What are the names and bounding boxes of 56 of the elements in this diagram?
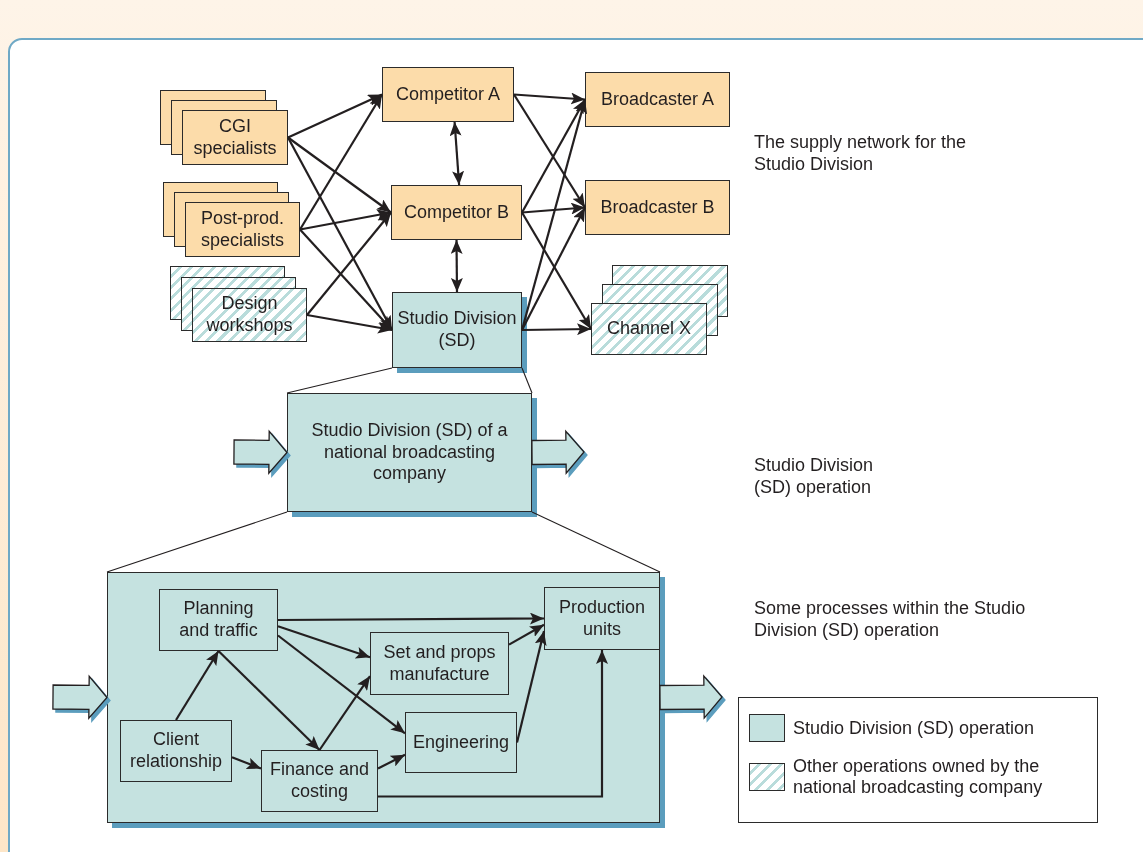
section-note: The supply network for the Studio Division [754, 132, 968, 176]
node-label: Broadcaster B [600, 196, 715, 219]
arrow [299, 209, 392, 231]
block-arrow [233, 429, 288, 476]
legend-label: Studio Division (SD) operation [793, 717, 1035, 739]
node-label: Studio Division (SD) [397, 308, 517, 352]
arrow [299, 93, 383, 231]
node-label: Studio Division (SD) of a national broadcasting company [310, 420, 509, 485]
arrow [513, 93, 586, 209]
connector-line [286, 367, 393, 394]
arrow [378, 650, 608, 798]
node-label: CGI specialists [192, 115, 278, 160]
arrow [306, 211, 392, 316]
node-label: Client relationship [128, 729, 224, 773]
arrow [521, 98, 586, 214]
arrow [520, 99, 588, 331]
block-arrow [52, 674, 108, 721]
arrow [318, 675, 371, 751]
node-label: Competitor B [403, 201, 509, 224]
arrow [299, 228, 393, 331]
node-label: Design workshops [205, 293, 294, 337]
node-label: Competitor A [395, 83, 500, 106]
connector-line [521, 367, 533, 394]
section-note: Studio Division (SD) operation [754, 455, 875, 499]
arrow [175, 650, 220, 721]
arrow [377, 753, 406, 770]
node-label: Planning and traffic [178, 598, 259, 642]
arrow [217, 650, 321, 751]
node-label: Set and props manufacture [382, 641, 497, 686]
section-note: Some processes within the Studio Division (SD) operation [754, 598, 1027, 642]
arrow [521, 202, 586, 215]
node-label: Finance and costing [268, 759, 371, 803]
arrow [450, 240, 463, 292]
arrow [287, 136, 393, 331]
node-label: Channel X [606, 318, 692, 340]
arrow [306, 313, 393, 334]
arrow [287, 93, 383, 139]
node-label: Broadcaster A [600, 88, 715, 111]
arrow [513, 92, 586, 105]
node-label: Engineering [412, 731, 510, 754]
legend-label: Other operations owned by the national broadcasting company [793, 756, 1044, 798]
connector-line [106, 511, 288, 573]
arrow [515, 630, 547, 743]
arrow [277, 625, 371, 659]
block-arrow [659, 674, 723, 720]
arrow [287, 136, 392, 214]
connector-line [531, 511, 661, 573]
arrow [449, 121, 465, 186]
node-label: Production units [557, 596, 647, 641]
arrow [277, 634, 406, 735]
arrow [508, 623, 545, 646]
arrow [522, 323, 591, 336]
block-arrow [531, 429, 585, 475]
arrow [231, 756, 262, 770]
arrow [278, 612, 544, 625]
node-label: Post-prod. specialists [199, 207, 285, 252]
